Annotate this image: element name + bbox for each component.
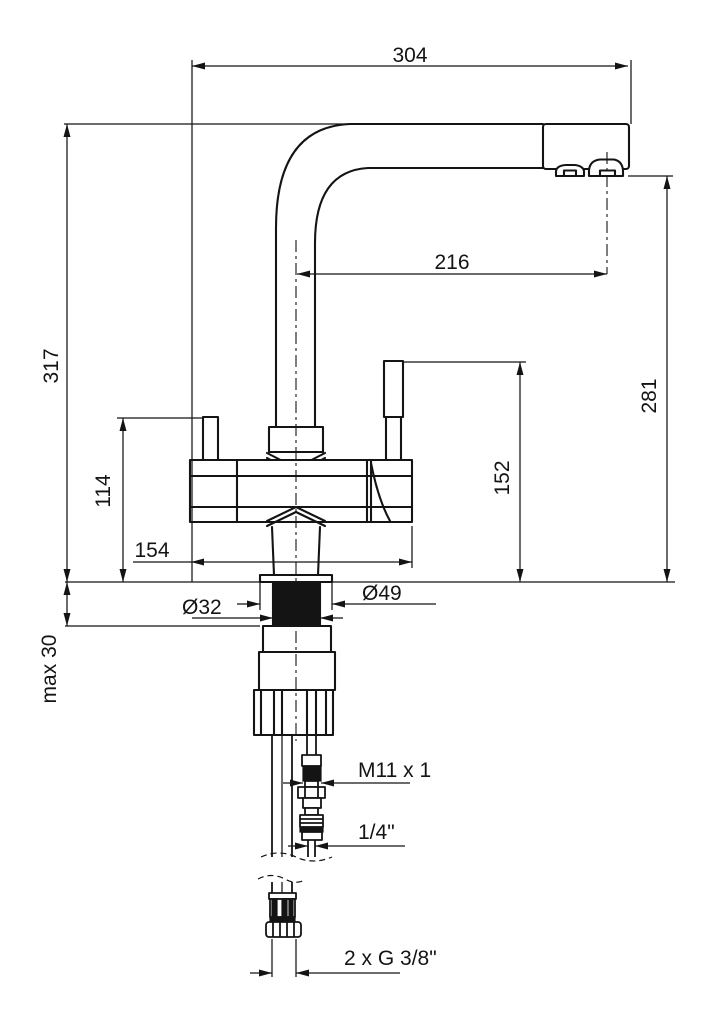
filter-quick-connector bbox=[297, 754, 326, 841]
mounting-base bbox=[257, 650, 337, 692]
supply-hose-upper bbox=[271, 735, 293, 857]
neck-left bbox=[270, 525, 276, 577]
handle-left bbox=[201, 415, 220, 462]
faucet-outline bbox=[188, 122, 631, 737]
neck-right bbox=[316, 525, 322, 577]
hose-end-fitting bbox=[265, 892, 302, 938]
spout-inner-curve bbox=[313, 166, 545, 429]
dim-304-label: 304 bbox=[392, 44, 427, 67]
dim-d49-label: Ø49 bbox=[362, 582, 402, 605]
dim-114-label: 114 bbox=[92, 474, 115, 508]
filter-tube-upper bbox=[306, 735, 317, 755]
spout-outer-curve bbox=[274, 122, 545, 429]
handle-right-grip bbox=[382, 359, 405, 419]
mounting-nut bbox=[252, 688, 335, 737]
supply-hose-lower bbox=[271, 882, 293, 893]
lever-edge bbox=[369, 461, 392, 523]
dim-m11-label: M11 x 1 bbox=[358, 759, 431, 782]
dim-quarter-label: 1/4" bbox=[358, 821, 395, 844]
dim-d32-label: Ø32 bbox=[182, 596, 222, 619]
dim-g38-label: 2 x G 3/8" bbox=[344, 947, 437, 970]
mounting-nut-castellations bbox=[259, 688, 328, 737]
dimension-labels: 304 216 317 281 152 114 154 max 30 Ø32 Ø… bbox=[38, 44, 661, 970]
dim-152-label: 152 bbox=[491, 460, 514, 495]
dimension-lines bbox=[63, 60, 675, 977]
dim-154-label: 154 bbox=[134, 539, 169, 562]
dim-max30-label: max 30 bbox=[38, 635, 61, 704]
handle-right-rod bbox=[384, 415, 403, 462]
dim-281-label: 281 bbox=[638, 378, 661, 413]
hose-nut bbox=[265, 921, 302, 938]
mounting-washer bbox=[261, 624, 333, 654]
dim-317-label: 317 bbox=[40, 348, 63, 383]
dim-216-label: 216 bbox=[434, 251, 469, 274]
break-line-lower bbox=[257, 874, 306, 883]
break-line-upper bbox=[260, 852, 333, 862]
column-chamfer-bottom-1 bbox=[265, 505, 327, 523]
mixer-body bbox=[188, 458, 414, 524]
aerator-left-notch bbox=[562, 169, 578, 178]
supply-lines bbox=[257, 735, 333, 938]
